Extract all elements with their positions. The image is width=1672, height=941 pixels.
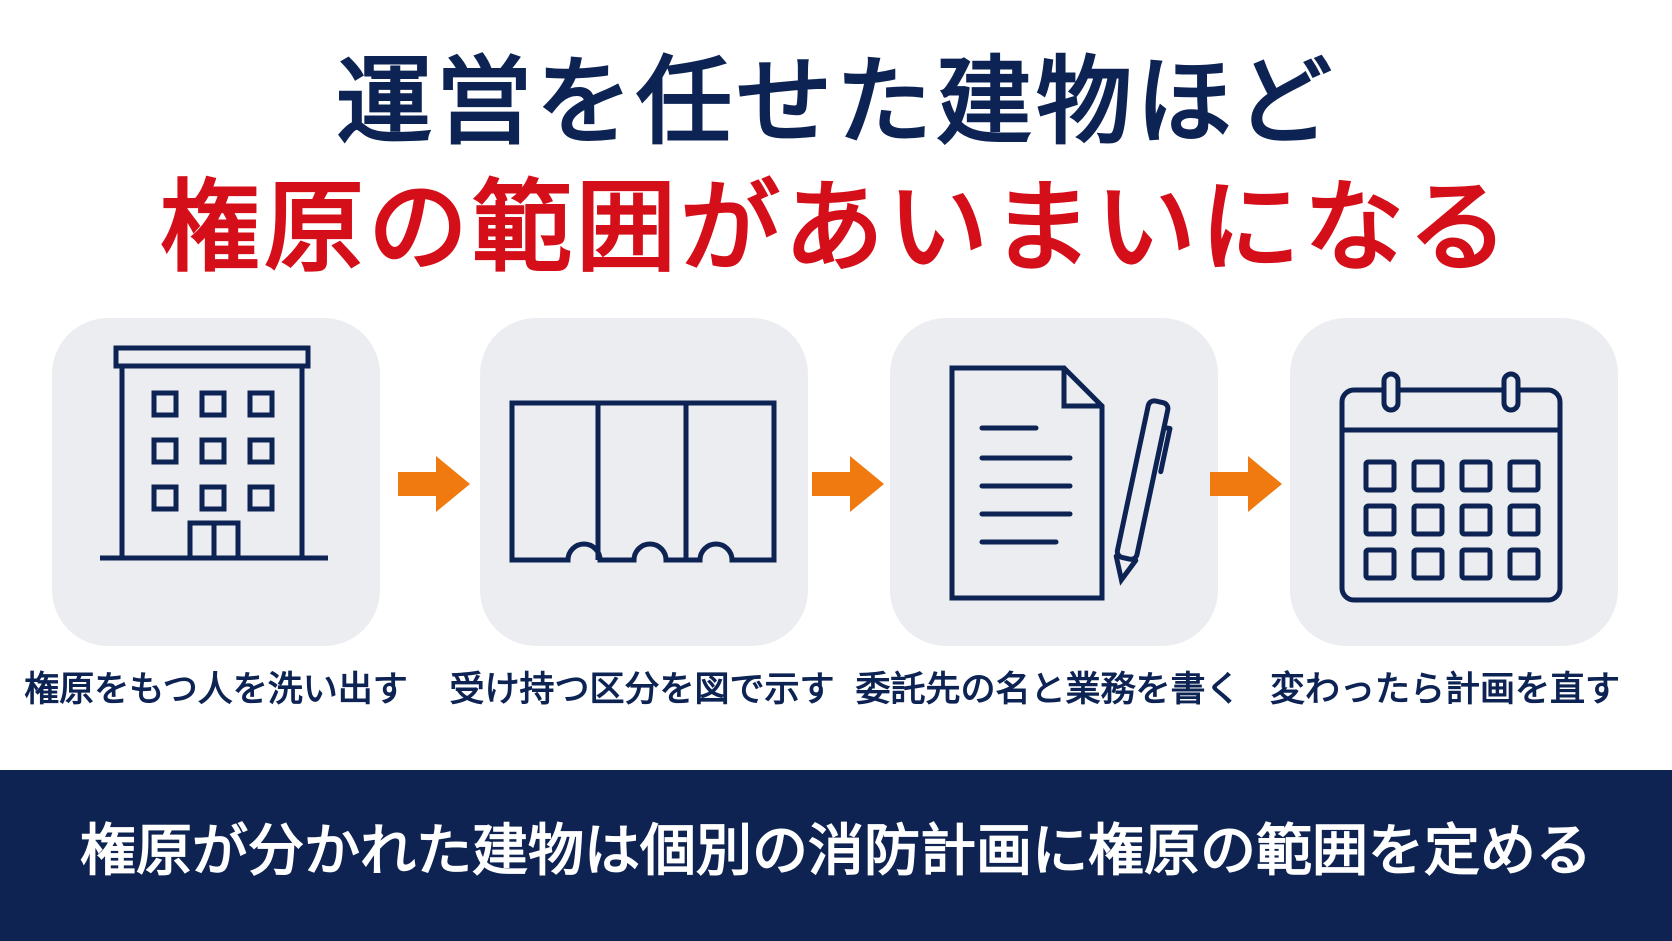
step-label-1: 権原をもつ人を洗い出す xyxy=(24,670,408,710)
building-icon xyxy=(100,345,328,561)
step-label-2: 受け持つ区分を図で示す xyxy=(449,670,835,710)
step-card-4 xyxy=(1290,318,1618,646)
footer-text: 権原が分かれた建物は個別の消防計画に権原の範囲を定める xyxy=(80,819,1592,884)
title-line-2: 権原の範囲があいまいになる xyxy=(160,169,1512,286)
step-label-4: 変わったら計画を直す xyxy=(1269,670,1620,710)
title-line-1: 運営を任せた建物ほど xyxy=(336,46,1336,158)
step-card-1 xyxy=(52,318,380,646)
arrow-right-icon xyxy=(1210,454,1284,514)
step-card-3 xyxy=(890,318,1218,646)
arrow-right-icon xyxy=(812,454,886,514)
footer-banner: 権原が分かれた建物は個別の消防計画に権原の範囲を定める xyxy=(0,770,1672,941)
document-pen-icon xyxy=(949,365,1173,601)
step-card-2 xyxy=(480,318,808,646)
arrow-right-icon xyxy=(398,454,472,514)
calendar-icon xyxy=(1339,371,1563,603)
floor-plan-icon xyxy=(509,400,777,563)
step-label-3: 委託先の名と業務を書く xyxy=(855,670,1241,710)
